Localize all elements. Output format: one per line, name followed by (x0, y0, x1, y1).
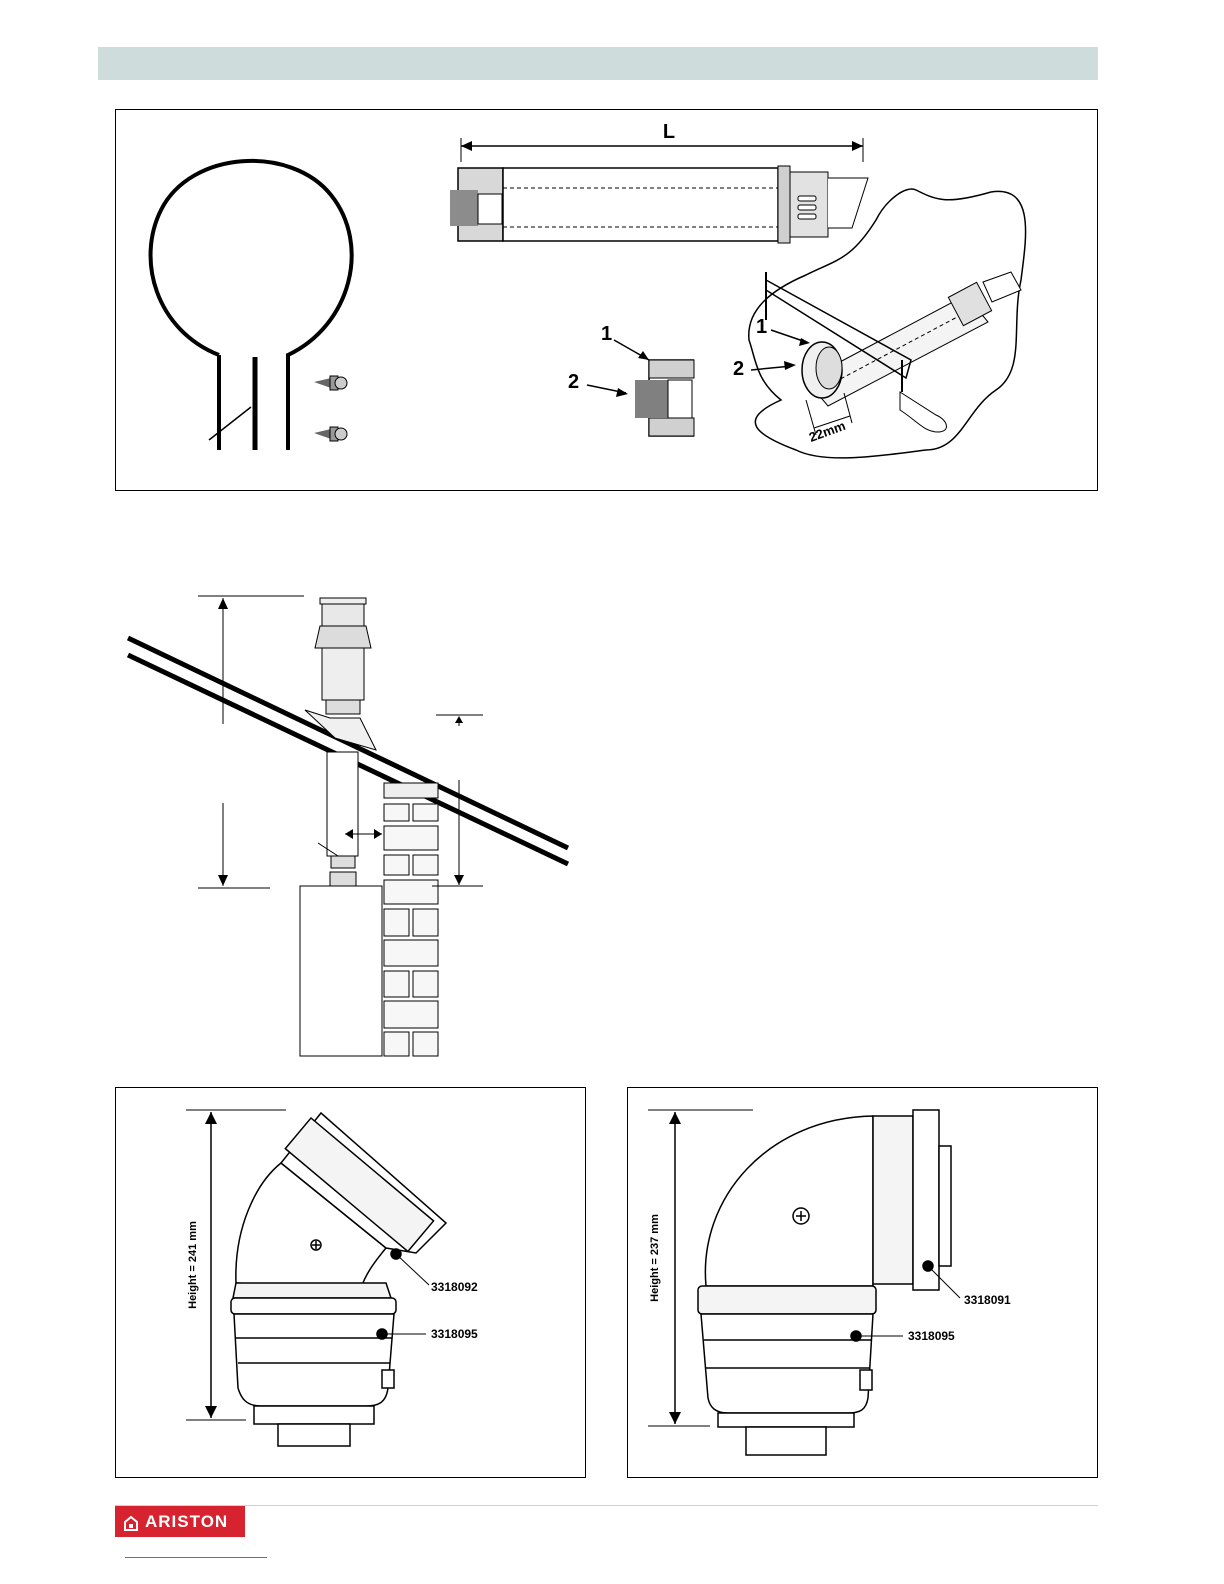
house-icon (123, 1515, 137, 1529)
footer-link-underline[interactable] (125, 1557, 267, 1558)
roof-line (128, 638, 568, 848)
elbow-90-panel: 3318091 3318095 Height = 237 mm (627, 1087, 1098, 1478)
saw-callout-2: 2 (733, 358, 744, 380)
pipe-cross-section (635, 360, 694, 436)
elbow-45-panel: 3318092 3318095 Height = 241 mm (115, 1087, 586, 1478)
section-header-band (98, 47, 1098, 80)
lower-part-code: 3318095 (431, 1327, 478, 1341)
brand-name: ARISTON (145, 1512, 228, 1532)
upper-part-code: 3318092 (431, 1280, 478, 1294)
boiler (300, 886, 382, 1056)
elbow-45-fitting (231, 1113, 446, 1446)
ariston-logo: ARISTON (115, 1506, 245, 1537)
flue-pipe (450, 166, 868, 243)
callout-1: 1 (601, 323, 612, 345)
elbow-90-illustration: 3318091 3318095 Height = 237 mm (628, 1088, 1099, 1479)
callout-2: 2 (568, 371, 579, 393)
saw-callout-1: 1 (756, 316, 767, 338)
lower-part-code: 3318095 (908, 1329, 955, 1343)
flue-terminal (305, 598, 376, 886)
elbow-90-fitting (698, 1110, 951, 1455)
circular-outline (151, 161, 352, 450)
brick-wall (384, 783, 438, 1056)
footer-divider (115, 1505, 1098, 1506)
upper-part-code: 3318091 (964, 1293, 1011, 1307)
pipe-cutting-illustration: L 1 2 (116, 110, 1099, 492)
elbow-45-illustration: 3318092 3318095 Height = 241 mm (116, 1088, 587, 1479)
pipe-cutting-panel: L 1 2 (115, 109, 1098, 491)
length-label: L (663, 121, 675, 143)
screw-icon (314, 376, 347, 390)
height-label: Height = 237 mm (649, 1214, 661, 1302)
height-label: Height = 241 mm (187, 1221, 199, 1309)
screw-icon (314, 427, 347, 441)
